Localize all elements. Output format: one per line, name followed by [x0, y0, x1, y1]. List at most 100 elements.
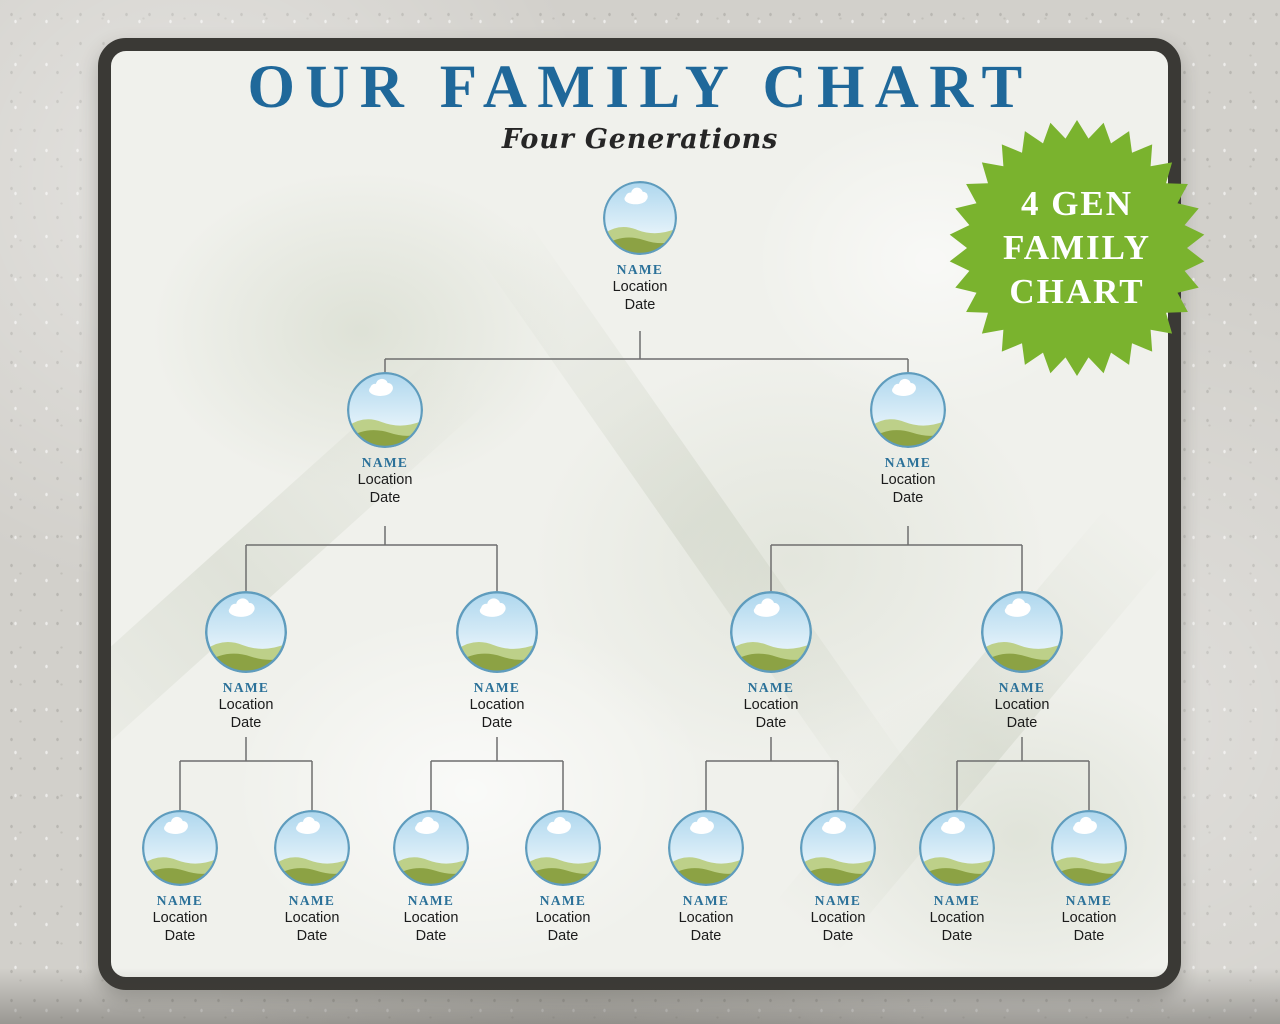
landscape-placeholder-image	[1051, 810, 1127, 886]
landscape-placeholder-image	[870, 372, 946, 448]
person-date: Date	[1006, 714, 1038, 731]
person-name: NAME	[747, 680, 795, 695]
cloud-icon	[690, 816, 714, 834]
person-name: NAME	[998, 680, 1046, 695]
person-location: Location	[880, 472, 936, 488]
person-location: Location	[994, 697, 1050, 713]
cloud-icon	[941, 816, 965, 834]
portrait-border	[730, 591, 812, 673]
person-node: NAME Location Date	[488, 810, 638, 945]
cloud-icon	[892, 378, 916, 396]
person-date: Date	[230, 714, 262, 731]
person-name: NAME	[222, 680, 270, 695]
person-location: Location	[743, 697, 799, 713]
person-date: Date	[892, 489, 924, 506]
portrait-border	[800, 810, 876, 886]
cloud-icon	[547, 816, 571, 834]
badge-text: 4 GEN FAMILY CHART	[947, 118, 1207, 378]
landscape-placeholder-image	[525, 810, 601, 886]
person-date: Date	[415, 927, 447, 944]
person-name: NAME	[1065, 893, 1113, 908]
person-location: Location	[810, 910, 866, 926]
person-name: NAME	[288, 893, 336, 908]
floor-shadow	[0, 968, 1280, 1024]
landscape-placeholder-image	[274, 810, 350, 886]
person-node: NAME Location Date	[947, 591, 1097, 732]
cloud-icon	[415, 816, 439, 834]
person-name: NAME	[933, 893, 981, 908]
person-node: NAME Location Date	[833, 372, 983, 507]
cloud-icon	[1004, 598, 1031, 617]
portrait-border	[274, 810, 350, 886]
person-node: NAME Location Date	[105, 810, 255, 945]
cloud-icon	[753, 598, 780, 617]
person-node: NAME Location Date	[237, 810, 387, 945]
page-title: OUR FAMILY CHART	[247, 54, 1033, 121]
portrait-border	[142, 810, 218, 886]
person-name: NAME	[814, 893, 862, 908]
portrait-border	[456, 591, 538, 673]
cloud-icon	[1073, 816, 1097, 834]
starburst-seal-icon	[949, 120, 1205, 376]
person-node: NAME Location Date	[422, 591, 572, 732]
person-date: Date	[296, 927, 328, 944]
landscape-placeholder-image	[981, 591, 1063, 673]
person-location: Location	[469, 697, 525, 713]
person-location: Location	[929, 910, 985, 926]
person-name: NAME	[473, 680, 521, 695]
person-location: Location	[218, 697, 274, 713]
person-location: Location	[535, 910, 591, 926]
person-location: Location	[357, 472, 413, 488]
person-node: NAME Location Date	[171, 591, 321, 732]
portrait-border	[870, 372, 946, 448]
person-name: NAME	[682, 893, 730, 908]
person-date: Date	[369, 489, 401, 506]
portrait-border	[919, 810, 995, 886]
person-node: NAME Location Date	[631, 810, 781, 945]
cloud-icon	[624, 187, 648, 205]
person-location: Location	[152, 910, 208, 926]
landscape-placeholder-image	[142, 810, 218, 886]
landscape-placeholder-image	[919, 810, 995, 886]
portrait-border	[205, 591, 287, 673]
four-gen-badge: 4 GEN FAMILY CHART	[947, 118, 1207, 378]
person-node: NAME Location Date	[310, 372, 460, 507]
page-subtitle: Four Generations	[501, 124, 779, 155]
landscape-placeholder-image	[205, 591, 287, 673]
person-date: Date	[164, 927, 196, 944]
person-date: Date	[624, 296, 656, 313]
portrait-border	[981, 591, 1063, 673]
person-node: NAME Location Date	[763, 810, 913, 945]
person-date: Date	[822, 927, 854, 944]
badge-line: CHART	[1009, 272, 1145, 311]
person-date: Date	[690, 927, 722, 944]
landscape-placeholder-image	[456, 591, 538, 673]
person-date: Date	[1073, 927, 1105, 944]
person-date: Date	[481, 714, 513, 731]
portrait-border	[668, 810, 744, 886]
person-location: Location	[284, 910, 340, 926]
portrait-border	[393, 810, 469, 886]
badge-line: FAMILY	[1002, 228, 1152, 267]
person-name: NAME	[361, 455, 409, 470]
portrait-border	[603, 181, 677, 255]
person-node: NAME Location Date	[1014, 810, 1164, 945]
person-location: Location	[612, 279, 668, 295]
cloud-icon	[296, 816, 320, 834]
person-name: NAME	[884, 455, 932, 470]
cloud-icon	[164, 816, 188, 834]
cloud-icon	[479, 598, 506, 617]
person-location: Location	[1061, 910, 1117, 926]
person-name: NAME	[539, 893, 587, 908]
person-node: NAME Location Date	[565, 181, 715, 314]
portrait-border	[525, 810, 601, 886]
landscape-placeholder-image	[603, 181, 677, 255]
cloud-icon	[822, 816, 846, 834]
person-date: Date	[941, 927, 973, 944]
person-node: NAME Location Date	[356, 810, 506, 945]
person-node: NAME Location Date	[882, 810, 1032, 945]
person-location: Location	[403, 910, 459, 926]
person-date: Date	[547, 927, 579, 944]
badge-line: 4 GEN	[1020, 184, 1134, 223]
